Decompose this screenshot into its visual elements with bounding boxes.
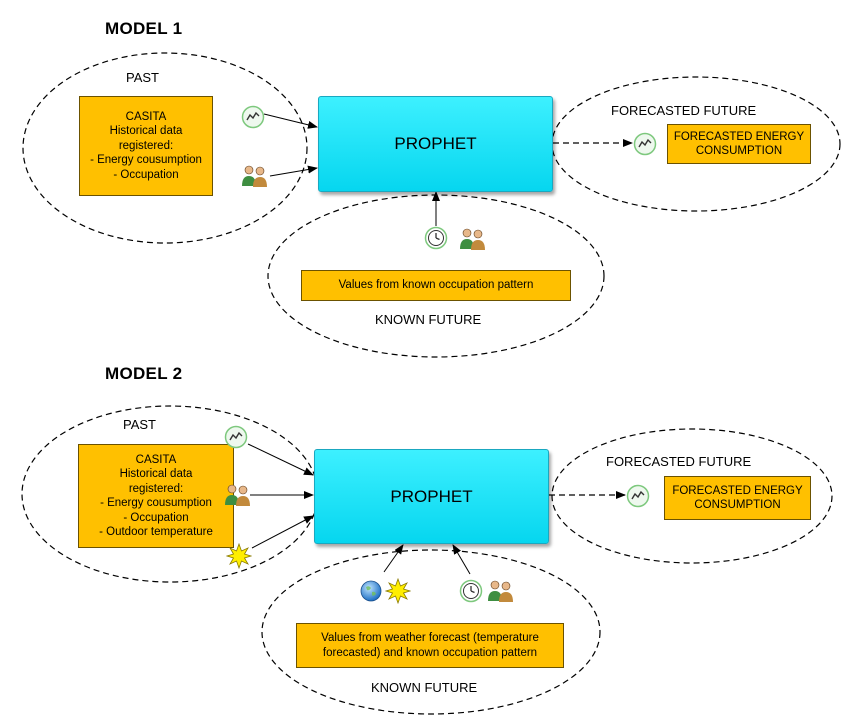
m2-source-line: - Energy cousumption <box>100 497 212 509</box>
people-icon <box>460 228 485 250</box>
people-icon <box>242 165 267 187</box>
people-icon <box>488 580 513 602</box>
chart-line-icon <box>633 132 657 156</box>
clock-icon <box>459 579 483 603</box>
m1-forecast-box: FORECASTED ENERGY CONSUMPTION <box>667 124 811 164</box>
m2-source-line: registered: <box>128 482 184 495</box>
m2-forecast-line: CONSUMPTION <box>694 499 781 511</box>
chart-line-icon <box>224 425 248 449</box>
m2-arrow-calendar <box>452 544 471 575</box>
m1-forecast-line: FORECASTED ENERGY <box>673 130 805 143</box>
m2-arrow-temperature <box>251 515 314 549</box>
m2-forecast-line: FORECASTED ENERGY <box>672 484 803 497</box>
m2-forecast-label: FORECASTED FUTURE <box>606 454 752 469</box>
m1-source-line: - Occupation <box>113 168 179 181</box>
m2-arrow-energy <box>247 443 314 476</box>
clock-icon <box>424 226 448 250</box>
sun-icon <box>226 543 252 569</box>
m1-forecast-line: CONSUMPTION <box>695 145 783 157</box>
m2-source-line: - Occupation <box>123 511 189 524</box>
m1-arrow-energy <box>263 113 318 129</box>
m2-source-line: CASITA <box>135 453 177 466</box>
m1-known-box: Values from known occupation pattern <box>301 270 571 301</box>
m1-arrow-occupation <box>269 165 318 177</box>
m1-source-line: - Energy cousumption <box>90 154 202 167</box>
m1-forecast-label: FORECASTED FUTURE <box>611 103 757 118</box>
m2-prophet-box: PROPHET <box>314 449 549 544</box>
m2-source-line: - Outdoor temperature <box>99 526 213 538</box>
m2-known-line: Values from weather forecast (temperatur… <box>321 632 539 644</box>
m2-known-box: Values from weather forecast (temperatur… <box>296 623 564 668</box>
chart-line-icon <box>241 105 265 129</box>
m1-source-line: CASITA <box>125 110 167 123</box>
sun-icon <box>385 578 411 604</box>
m2-source-box: CASITA Historical data registered: - Ene… <box>78 444 234 548</box>
model2-title: MODEL 2 <box>105 364 183 383</box>
m2-known-label: KNOWN FUTURE <box>371 680 478 695</box>
m1-prophet-box: PROPHET <box>318 96 553 192</box>
model1-title: MODEL 1 <box>105 19 183 38</box>
m2-arrow-weather <box>383 544 404 573</box>
m2-known-ellipse <box>261 549 601 715</box>
globe-icon <box>360 580 382 602</box>
m2-known-line: forecasted) and known occupation pattern <box>322 646 538 659</box>
m1-past-ellipse <box>22 52 308 244</box>
m1-source-line: registered: <box>118 139 174 152</box>
m1-known-line: Values from known occupation pattern <box>338 279 534 292</box>
m2-forecast-box: FORECASTED ENERGY CONSUMPTION <box>664 476 811 520</box>
m2-past-label: PAST <box>123 417 156 432</box>
people-icon <box>225 484 250 506</box>
m2-forecast-ellipse <box>551 428 833 564</box>
chart-line-icon <box>626 484 650 508</box>
m2-source-line: Historical data <box>119 468 193 480</box>
m1-known-label: KNOWN FUTURE <box>375 312 482 327</box>
m1-past-label: PAST <box>126 70 159 85</box>
m1-source-box: CASITA Historical data registered: - Ene… <box>79 96 213 196</box>
m1-source-line: Historical data <box>109 125 183 138</box>
